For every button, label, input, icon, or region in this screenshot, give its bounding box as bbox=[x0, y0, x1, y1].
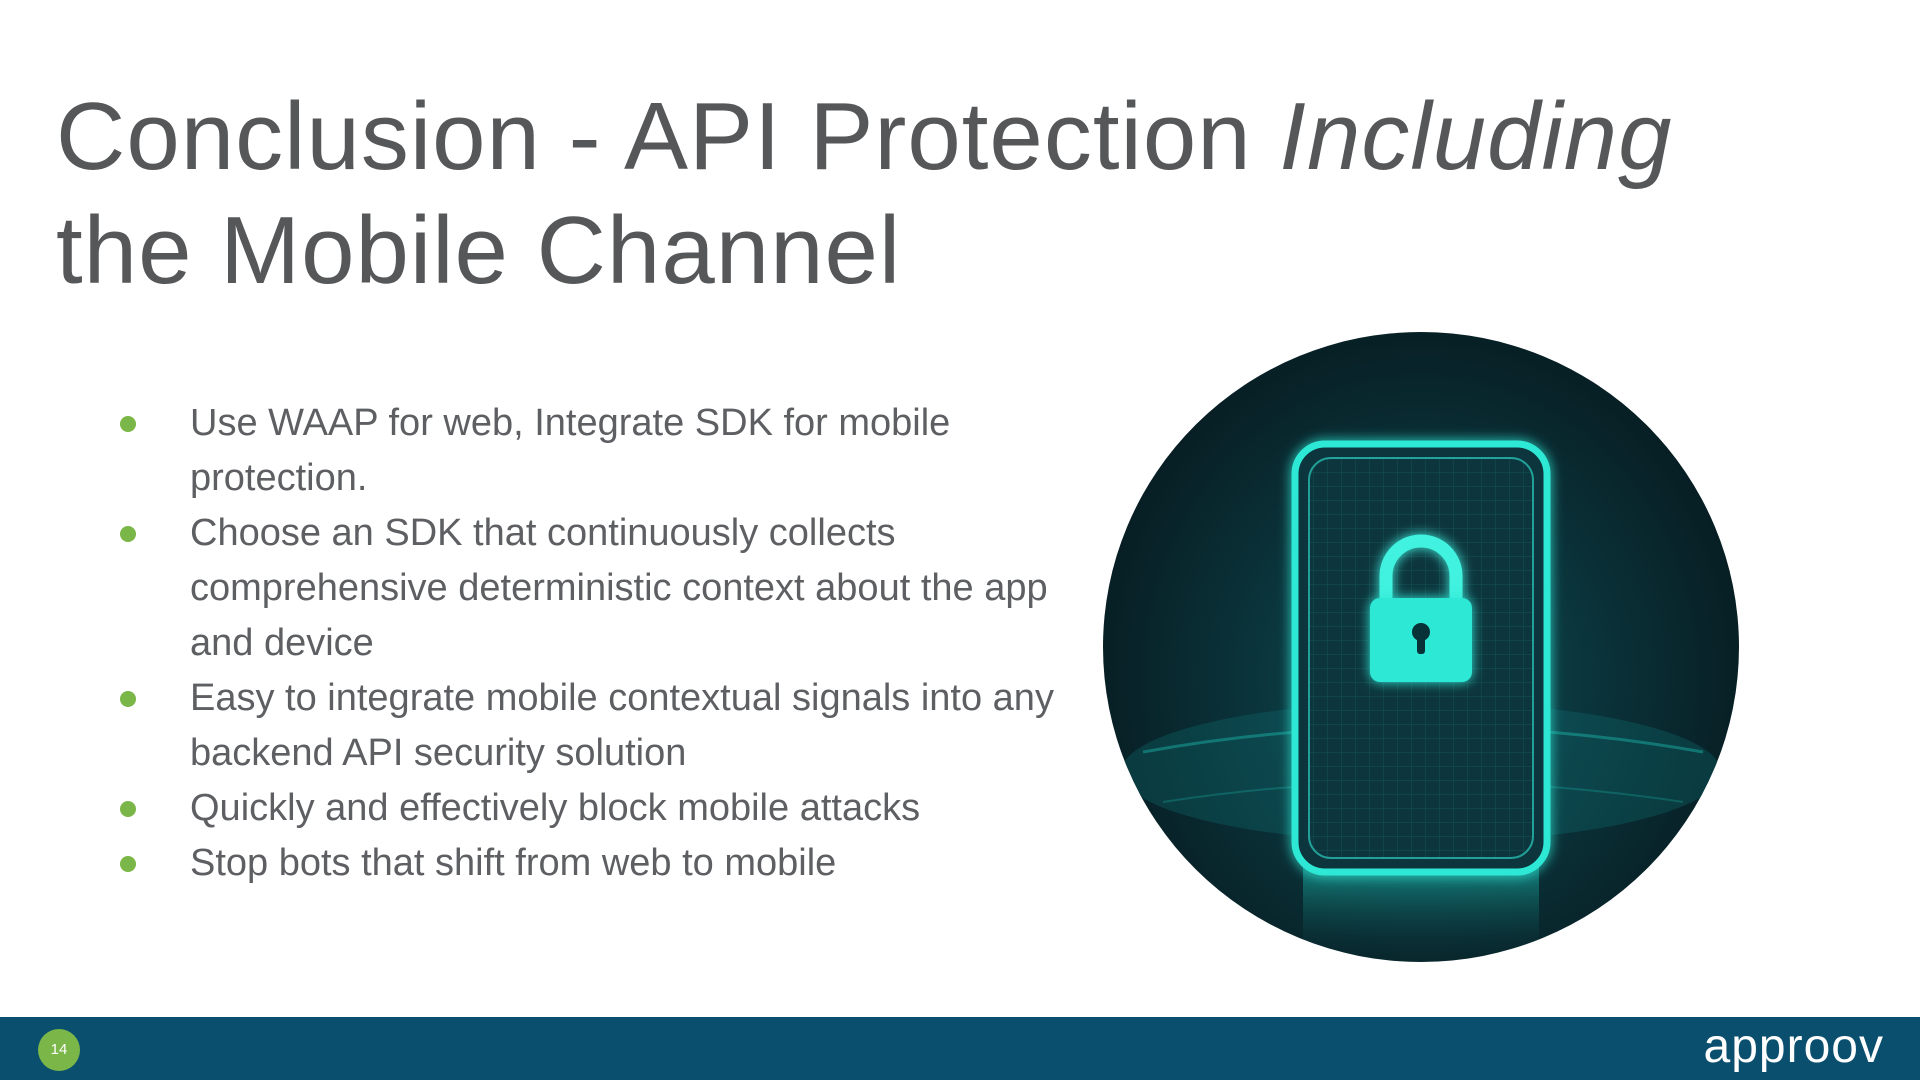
bullet-text: Quickly and effectively block mobile att… bbox=[190, 787, 921, 829]
title-emphasis: Including bbox=[1279, 83, 1673, 190]
bullet-item: Easy to integrate mobile contextual sign… bbox=[110, 671, 1090, 781]
approov-logo: approov bbox=[1703, 1020, 1884, 1073]
title-text: Conclusion - API Protection bbox=[56, 83, 1280, 190]
bullet-text: Choose an SDK that continuously collects… bbox=[190, 512, 1048, 664]
title-text-line2: the Mobile Channel bbox=[56, 197, 902, 304]
bullet-item: Quickly and effectively block mobile att… bbox=[110, 781, 1090, 836]
padlock-on-phone-icon bbox=[1121, 440, 1721, 962]
bullet-list: Use WAAP for web, Integrate SDK for mobi… bbox=[110, 396, 1090, 891]
bullet-dot bbox=[120, 416, 136, 432]
bullet-item: Choose an SDK that continuously collects… bbox=[110, 506, 1090, 671]
page-number-badge: 14 bbox=[38, 1029, 80, 1071]
security-illustration bbox=[1103, 332, 1739, 962]
bullet-text: Easy to integrate mobile contextual sign… bbox=[190, 677, 1054, 774]
bullet-item: Use WAAP for web, Integrate SDK for mobi… bbox=[110, 396, 1090, 506]
bullet-dot bbox=[120, 691, 136, 707]
bullet-dot bbox=[120, 801, 136, 817]
bullet-dot bbox=[120, 856, 136, 872]
bullet-text: Use WAAP for web, Integrate SDK for mobi… bbox=[190, 402, 951, 499]
bullet-item: Stop bots that shift from web to mobile bbox=[110, 836, 1090, 891]
footer-bar: 14 approov bbox=[0, 1017, 1920, 1080]
bullet-text: Stop bots that shift from web to mobile bbox=[190, 842, 837, 884]
slide-title: Conclusion - API Protection Including the… bbox=[56, 80, 1896, 308]
bullet-dot bbox=[120, 526, 136, 542]
